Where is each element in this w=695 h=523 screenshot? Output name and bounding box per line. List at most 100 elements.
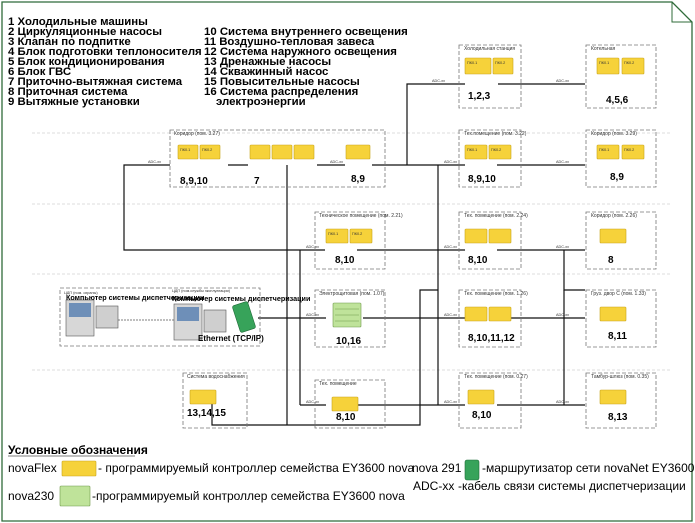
controller-labels: ПК0.1 ПК0.2 ПК0.1 ПК0.2 ПК0.1 ПК0.2 ПК0.… [180,61,634,236]
novaflex-controller [599,389,627,405]
novaflex-controller [349,228,373,244]
novaflex-controller [599,228,627,244]
controller-label: ПК0.2 [352,232,362,236]
cable-tag: ADC-xx [444,160,457,164]
node-number: 8,10 [472,410,492,421]
room-title: Тех. помещение (пом. 2.24) [464,213,528,219]
novaflex-controller [488,228,512,244]
novaflex-controller [189,389,217,405]
legend-flex-name: novaFlex [8,461,57,475]
room-title: Техническое помещение (пом. 2.21) [319,213,403,219]
novaflex-controller [293,144,315,160]
node-number: 1,2,3 [468,91,491,102]
frame-corner [671,2,692,23]
room-title: Груз. двор С (пом. 1.33) [591,291,646,297]
controller-label: ПК0.2 [495,61,505,65]
system-item: 6 Блок ГВС [8,66,71,78]
novaflex-controller [199,144,221,160]
controller-label: ПК0.2 [624,61,634,65]
controller-label: ПК0.1 [599,148,609,152]
cable-tags: ADC-xx ADC-xx ADC-xx ADC-xx ADC-xx ADC-x… [148,79,569,404]
cable-tag: ADC-xx [556,400,569,404]
legend-flex-desc: - программируемый контроллер семейства E… [98,461,414,475]
novaflex-controller [467,389,495,405]
node-number: 8,10 [468,255,488,266]
node-number: 8,9 [610,172,624,183]
room-boxes [59,44,657,429]
node-numbers: 1,2,3 4,5,6 8,9,10 7 8,9 8,9,10 8,9 8,10… [180,91,629,423]
node-number: 8,9,10 [180,176,208,187]
novaflex-legend-swatch [61,460,97,477]
novaflex-controller [599,306,627,322]
system-item: 9 Вытяжные установки [8,96,140,108]
monitor-icon [95,305,119,329]
legend-291-desc: -маршрутизатор сети novaNet EY3600 [482,461,695,475]
legend-adc-name: ADC-xx [413,479,454,493]
node-number: 13,14,15 [187,408,226,419]
cable-tag: ADC-xx [306,400,319,404]
room-title: Коридор (пом. 3.27) [174,131,220,137]
floor-lines [32,132,672,371]
controller-label: ПК0.1 [467,61,477,65]
room-title: Холодильная станция [464,46,515,52]
novaflex-controller [488,144,512,160]
cable-tag: ADC-xx [444,245,457,249]
room-title: Коридор (пом. 3.29) [591,131,637,137]
system-item: 10 Система внутреннего освещения [204,26,408,38]
nova230-legend-swatch [59,485,91,507]
controller-label: ПК0.2 [624,148,634,152]
node-number: 8,10 [335,255,355,266]
pc-caption: ЦДП (пом.службы эксплуатации) [172,289,231,293]
system-item: 3 Клапан по подпитке [8,36,131,48]
node-number: 7 [254,176,260,187]
system-item: 16 Система распределения [204,86,358,98]
controller-label: ПК0.2 [491,148,501,152]
novaflex-controller [488,306,512,322]
cable-tag: ADC-xx [444,400,457,404]
system-item: электроэнергии [216,96,306,108]
novaflex-controller [464,57,492,75]
room-titles: Холодильная станция Котельная Коридор (п… [174,46,649,387]
controller-label: ПК0.2 [202,148,212,152]
legend-230-name: nova230 [8,489,54,503]
novaflex-controller [596,144,620,160]
novaflex-controller [492,57,514,75]
legend-230-desc: -программируемый контроллер семейства EY… [92,489,405,503]
system-item: 7 Приточно-вытяжная система [8,76,183,88]
controller-label: ПК0.1 [467,148,477,152]
system-item: 11 Воздушно-тепловая завеса [204,36,375,48]
node-number: 8,9 [351,174,365,185]
dispatch-pc-2: ЦДП (пом.службы эксплуатации) Компьютер … [172,289,310,343]
room-title: Котельная [591,46,615,52]
room-title: Тех. помещение (пом. 0.27) [464,374,528,380]
novaflex-controller [271,144,293,160]
cable-tag: ADC-xx [306,245,319,249]
legend-title: Условные обозначения [8,443,148,457]
system-item: 14 Скважинный насос [204,66,328,78]
room-title: Тех.помещение (пом. 3.22) [464,131,527,137]
node-number: 8,10,11,12 [468,333,515,344]
legend-adc-desc: -кабель связи системы диспетчеризации [458,479,686,493]
pc-caption: ЦДП (пом. охраны) [64,291,98,295]
system-item: 5 Блок кондиционирования [8,56,165,68]
system-list-left: 1 Холодильные машины 2 Циркуляционные на… [8,16,202,108]
cable-tag: ADC-xx [556,79,569,83]
node-number: 8,10 [336,412,356,423]
nova230-controller [332,302,362,328]
cable-tag: ADC-xx [556,313,569,317]
novaflex-controller [464,228,488,244]
system-item: 2 Циркуляционные насосы [8,26,162,38]
node-number: 8,11 [608,331,627,342]
room-title: Система водоснабжения [187,374,245,380]
pc-label: Компьютер системы диспетчеризации [172,294,310,303]
node-number: 10,16 [336,336,361,347]
novaflex-controller [621,144,645,160]
novaflex-controller [331,396,359,412]
network-cables [123,83,585,426]
cable-tag: ADC-xx [444,313,457,317]
system-item: 13 Дренажные насосы [204,56,331,68]
novaflex-controller [249,144,271,160]
cable-tag: ADC-xx [148,160,161,164]
